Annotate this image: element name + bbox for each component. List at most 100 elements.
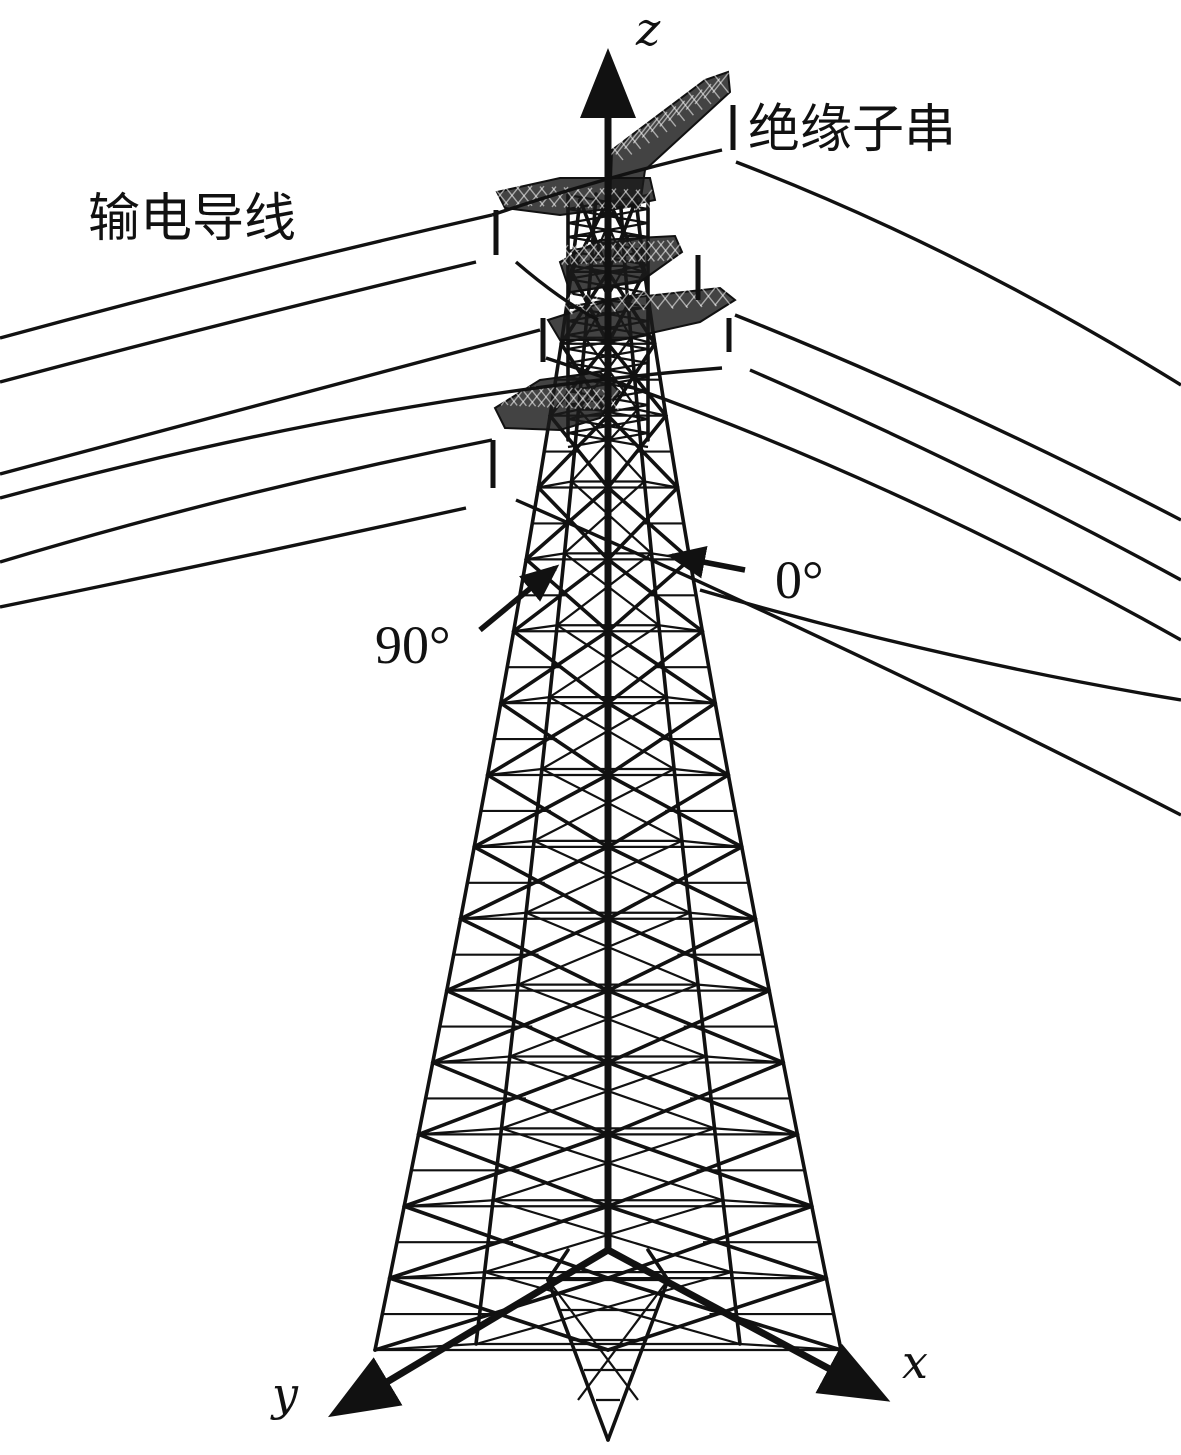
tower-tie: [658, 624, 703, 633]
crossarm-lattice: [694, 83, 712, 105]
conductor-wire-right-5: [749, 368, 1181, 582]
crossarm-lattice: [541, 294, 559, 316]
crossarm-lattice: [632, 122, 650, 144]
tower-brace: [549, 696, 675, 770]
middle-crossarm-upper: [558, 234, 684, 294]
crossarm-lattice: [537, 386, 555, 408]
tower-tie: [513, 624, 558, 633]
conductor-wires: [0, 148, 1181, 817]
crossarm-lattice: [491, 184, 509, 206]
crossarm-lattice: [641, 117, 659, 139]
middle-crossarm-lower: [546, 286, 737, 341]
crossarm-lattice: [515, 185, 533, 207]
tower-tie: [714, 1127, 798, 1136]
y-axis-arrow: [327, 1246, 610, 1418]
tower-leg: [524, 485, 541, 562]
tower-tie: [637, 408, 667, 417]
crossarm-lattice: [656, 288, 674, 310]
crossarm-lattice: [587, 187, 605, 209]
crossarm-lattice: [668, 100, 686, 122]
tower-tie: [697, 983, 770, 992]
crossarm-lattice: [703, 77, 721, 99]
conductor-wire-left-1: [0, 213, 493, 340]
crossarm-lattice: [627, 289, 645, 311]
tower-brace: [556, 552, 653, 627]
conductor-wire-right-2: [514, 260, 599, 322]
conductor-wire-left-5: [0, 438, 493, 564]
conductor-wire-left-3: [0, 328, 541, 476]
crossarm-lattice: [624, 128, 642, 150]
tower-cross-arms: [491, 70, 737, 432]
tower-brace: [484, 1271, 741, 1346]
tower-tie: [666, 696, 716, 705]
crossarm-lattice: [635, 189, 653, 211]
crossarm-lattice: [574, 388, 592, 410]
tower-brace: [475, 1271, 732, 1346]
angle-0-label: 0°: [775, 550, 824, 610]
crossarm-lattice: [563, 186, 581, 208]
tower-brace: [484, 1199, 724, 1274]
tower-tie: [404, 1199, 494, 1208]
tower-tie: [644, 480, 678, 489]
tower-brace: [492, 1127, 715, 1202]
tower-tie: [706, 1055, 784, 1064]
tower-leg-front: [646, 1248, 670, 1282]
tower-tie: [731, 1271, 827, 1280]
tower-tie: [526, 552, 565, 561]
coordinate-axes: [327, 48, 891, 1418]
crossarm-lattice: [623, 188, 641, 210]
tower-brace: [549, 624, 660, 699]
conductor-wire-left-4: [0, 366, 723, 500]
crossarm-lattice: [583, 388, 601, 410]
tower-tie: [432, 1055, 510, 1064]
conductor-wire-right-6: [515, 498, 1181, 817]
crossarm-lattice: [570, 292, 588, 314]
tower-brace: [517, 911, 691, 986]
crossarm-lattice: [642, 288, 660, 310]
tower-brace: [533, 839, 691, 914]
tower-leg-front: [546, 1278, 610, 1442]
tower-tie: [681, 839, 742, 848]
tower-brace: [541, 768, 683, 842]
tower-tie: [689, 911, 756, 920]
crossarm-lattice: [671, 287, 689, 309]
tower-tie: [673, 767, 729, 777]
tower-tie: [538, 480, 572, 489]
tower-brace: [541, 696, 667, 770]
tower-tie: [374, 1342, 477, 1352]
conductor-wire-left-6: [0, 506, 467, 609]
tower-brace: [533, 768, 675, 842]
crossarm-lattice: [650, 111, 668, 133]
crossarm-lattice: [503, 184, 521, 206]
tower-brace: [501, 1127, 724, 1202]
crossarm-lattice: [555, 293, 573, 315]
crossarm-lattice: [546, 386, 564, 408]
crossarm-lattice: [584, 292, 602, 314]
tower-tie: [722, 1199, 812, 1208]
crossarm-lattice: [714, 284, 732, 306]
y-axis-label: y: [270, 1367, 299, 1421]
tower-brace: [525, 839, 683, 914]
crossarm-lattice: [615, 133, 633, 155]
tower-tie: [474, 839, 535, 848]
crossarm-lattice: [659, 105, 677, 127]
tower-leg-front: [606, 1278, 670, 1442]
conductor-wire-right-3: [734, 313, 1181, 522]
crossarm-lattice: [712, 72, 730, 94]
conductor-wire-right-7: [699, 588, 1181, 702]
tower-brace: [570, 480, 653, 555]
tower-tie: [487, 767, 543, 777]
conductor-wire-right-1: [735, 160, 1181, 387]
conductor-label: 输电导线: [88, 189, 296, 249]
tower-brace: [525, 911, 699, 986]
crossarm-lattice: [491, 384, 509, 406]
tower-brace: [563, 552, 660, 627]
tower-tie: [389, 1271, 485, 1280]
x-axis-label: x: [902, 1335, 928, 1389]
tower-tie: [460, 911, 527, 920]
crossarm-lattice: [613, 290, 631, 312]
tower-brace: [547, 1279, 639, 1401]
angle-90-pointer: [478, 564, 560, 633]
crossarm-lattice: [685, 89, 703, 111]
